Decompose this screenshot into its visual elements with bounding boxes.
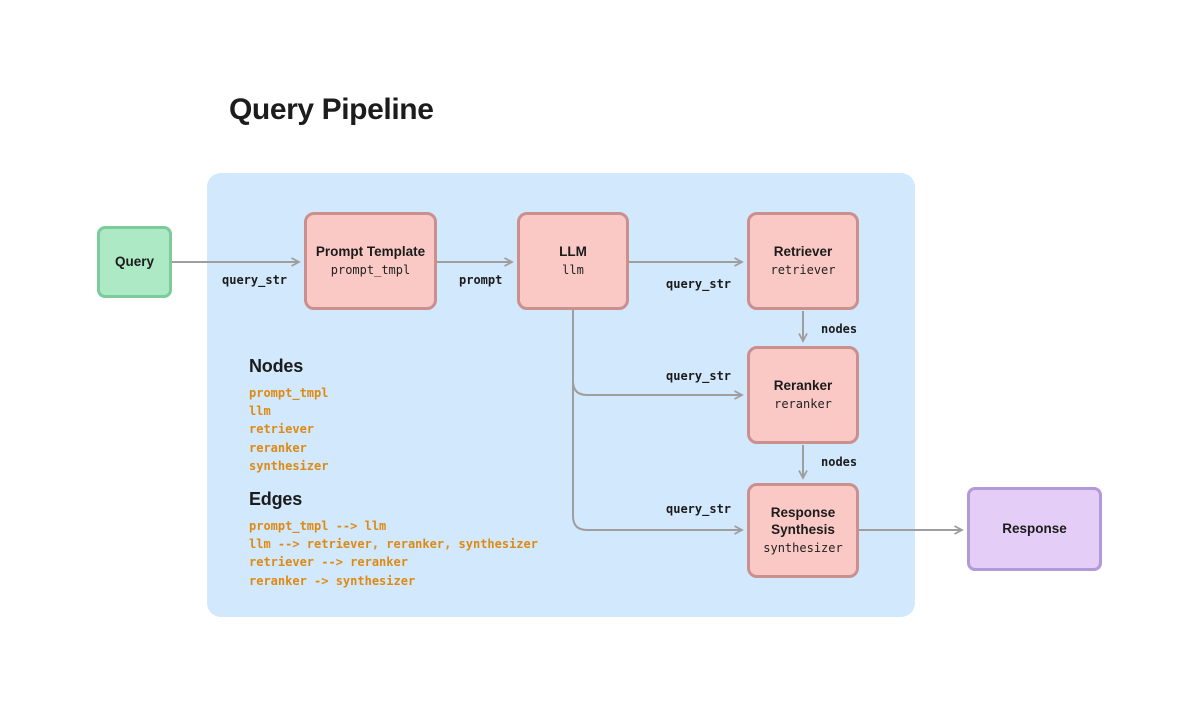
node-reranker-id: reranker (774, 396, 832, 411)
node-query: Query (97, 226, 172, 298)
node-retriever-label: Retriever (773, 244, 833, 260)
legend-node-item: synthesizer (249, 458, 329, 473)
node-response-synthesis-label: Response Synthesis (770, 505, 836, 537)
legend-edge-item: retriever --> reranker (249, 555, 408, 570)
node-retriever: Retriever retriever (747, 212, 859, 310)
legend-node-item: retriever (249, 422, 315, 437)
node-response-synthesis: Response Synthesis synthesizer (747, 483, 859, 578)
legend-nodes: Nodes prompt_tmpl llm retriever reranker… (249, 356, 328, 475)
node-prompt-template: Prompt Template prompt_tmpl (304, 212, 437, 310)
node-query-label: Query (114, 253, 155, 269)
legend-edges: Edges prompt_tmpl --> llm llm --> retrie… (249, 489, 538, 590)
node-reranker: Reranker reranker (747, 346, 859, 444)
legend-edge-item: reranker -> synthesizer (249, 573, 416, 588)
legend-nodes-list: prompt_tmpl llm retriever reranker synth… (249, 384, 328, 475)
node-response-label: Response (1002, 520, 1067, 536)
node-llm: LLM llm (517, 212, 629, 310)
node-llm-label: LLM (559, 244, 587, 260)
node-response: Response (967, 487, 1102, 571)
edge-label-query-str-3: query_str (666, 369, 732, 383)
edge-label-query-str-4: query_str (666, 502, 732, 516)
node-reranker-label: Reranker (773, 378, 833, 394)
edge-label-query-str-2: query_str (666, 277, 732, 291)
legend-node-item: prompt_tmpl (249, 386, 329, 400)
edge-label-prompt: prompt (459, 273, 503, 287)
legend-nodes-heading: Nodes (249, 356, 304, 376)
edge-label-nodes-1: nodes (821, 322, 858, 336)
edge-label-nodes-2: nodes (821, 455, 858, 469)
page-title: Query Pipeline (229, 93, 434, 126)
legend-edges-heading: Edges (249, 489, 303, 509)
node-prompt-template-label: Prompt Template (315, 244, 426, 260)
node-retriever-id: retriever (770, 262, 836, 277)
edge-label-query-str-1: query_str (222, 273, 288, 287)
legend-edge-item: llm --> retriever, reranker, synthesizer (249, 537, 538, 552)
node-llm-id: llm (562, 262, 584, 277)
node-prompt-template-id: prompt_tmpl (330, 262, 411, 277)
legend-node-item: llm (249, 404, 271, 419)
legend-edges-list: prompt_tmpl --> llm llm --> retriever, r… (249, 517, 538, 590)
legend-node-item: reranker (249, 440, 307, 455)
legend-edge-item: prompt_tmpl --> llm (249, 519, 387, 533)
node-response-synthesis-id: synthesizer (763, 540, 843, 555)
